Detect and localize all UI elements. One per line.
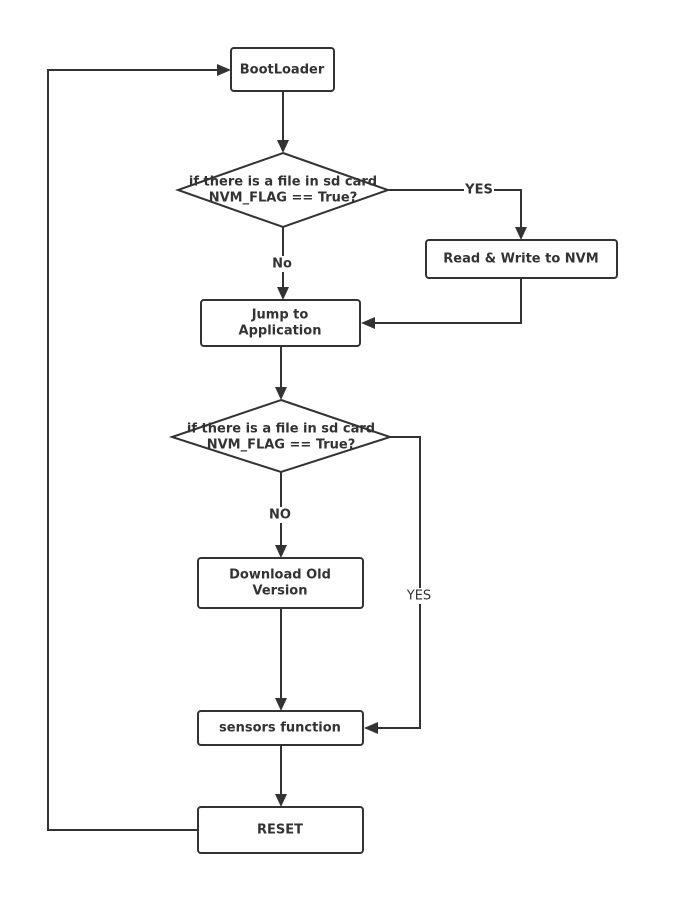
edge-readwrite-to-jump bbox=[374, 278, 522, 324]
jump-line1: Jump to bbox=[251, 308, 309, 323]
read-write-node: Read & Write to NVM bbox=[425, 239, 618, 279]
arrowhead bbox=[361, 317, 375, 329]
download-line2: Version bbox=[253, 584, 308, 599]
download-node: Download Old Version bbox=[197, 557, 364, 609]
arrowhead bbox=[275, 698, 287, 711]
arrowhead bbox=[275, 545, 287, 558]
decision1-line1: if there is a file in sd card bbox=[189, 175, 377, 190]
jump-node: Jump to Application bbox=[200, 299, 361, 347]
edge-decision2-yes bbox=[377, 436, 421, 729]
edge-reset-loop-to-bootloader bbox=[47, 69, 218, 831]
arrowhead bbox=[364, 722, 378, 734]
sensors-node: sensors function bbox=[197, 710, 364, 746]
arrowhead bbox=[277, 287, 289, 300]
decision2-line1: if there is a file in sd card bbox=[187, 422, 375, 437]
bootloader-label: BootLoader bbox=[240, 63, 325, 78]
decision1-line2: NVM_FLAG == True? bbox=[209, 191, 358, 206]
read-write-label: Read & Write to NVM bbox=[443, 252, 598, 267]
edge-label-decision2-yes: YES bbox=[406, 589, 431, 604]
decision2-node: if there is a file in sd card NVM_FLAG =… bbox=[168, 398, 394, 474]
edge-label-decision1-yes: YES bbox=[464, 183, 493, 198]
arrowhead bbox=[275, 794, 287, 807]
reset-node: RESET bbox=[197, 806, 364, 854]
arrowhead bbox=[515, 227, 527, 240]
arrowhead bbox=[217, 64, 231, 76]
sensors-label: sensors function bbox=[219, 721, 341, 736]
download-line1: Download Old bbox=[229, 568, 331, 583]
reset-label: RESET bbox=[257, 823, 303, 838]
edge-decision1-yes bbox=[388, 189, 522, 228]
jump-line2: Application bbox=[239, 324, 322, 339]
decision2-line2: NVM_FLAG == True? bbox=[207, 438, 356, 453]
bootloader-node: BootLoader bbox=[230, 47, 335, 92]
arrowhead bbox=[277, 140, 289, 153]
decision1-node: if there is a file in sd card NVM_FLAG =… bbox=[174, 151, 392, 229]
arrowhead bbox=[275, 387, 287, 400]
edge-label-decision1-no: No bbox=[272, 257, 292, 272]
edge-label-decision2-no: NO bbox=[269, 508, 291, 523]
